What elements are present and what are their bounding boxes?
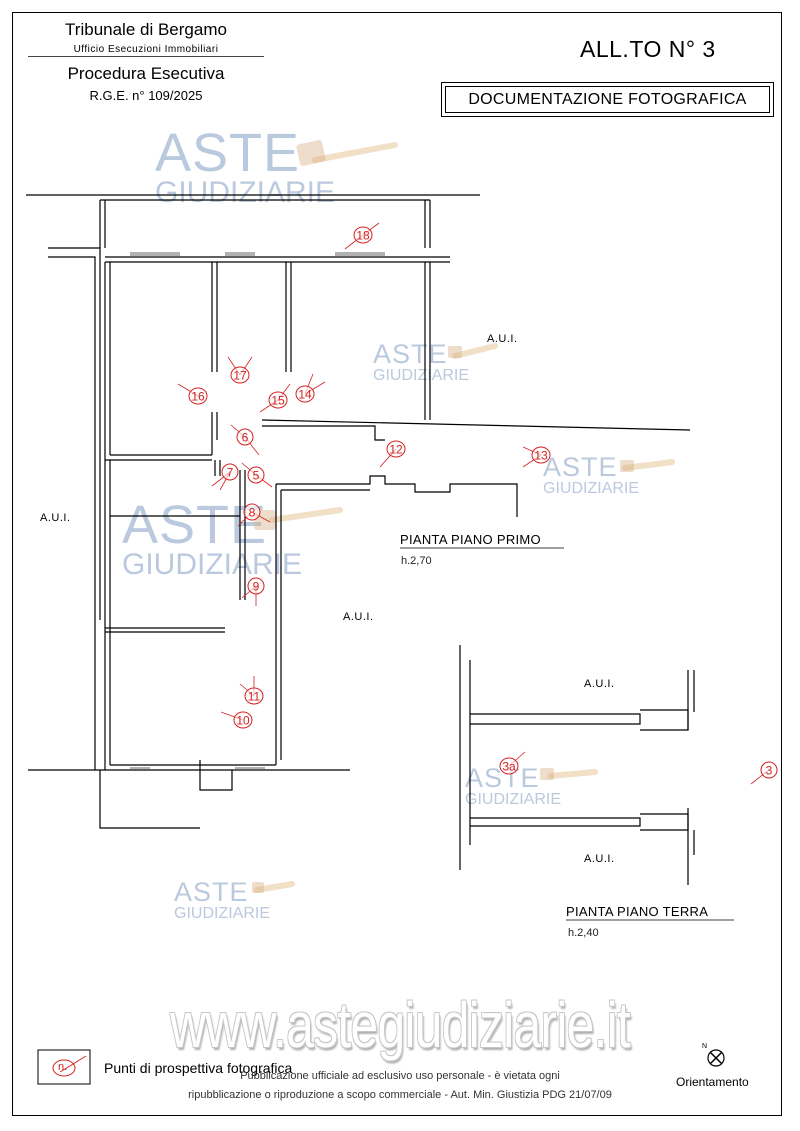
photo-point-marker: 12 xyxy=(379,440,406,468)
photo-point-label: 16 xyxy=(191,390,205,404)
photo-point-label: 12 xyxy=(389,443,403,457)
aui-label: A.U.I. xyxy=(487,333,518,345)
photo-point-label: 5 xyxy=(253,469,260,483)
photo-point-label: 9 xyxy=(253,580,260,594)
photo-point-label: 3 xyxy=(766,764,773,778)
legend-symbol-label: n. xyxy=(58,1061,68,1073)
photo-point-label: 18 xyxy=(356,229,370,243)
photo-point-circle xyxy=(230,366,250,384)
compass-north-label: N xyxy=(702,1043,707,1050)
photo-point-label: 10 xyxy=(236,714,250,728)
plan-underlines xyxy=(400,547,734,921)
disclaimer-line-1: Pubblicazione ufficiale ad esclusivo uso… xyxy=(240,1070,560,1082)
watermark-aste: ASTE xyxy=(373,339,448,369)
photo-point-circle xyxy=(236,428,254,446)
photo-point-label: 13 xyxy=(534,449,548,463)
first-floor-height: h.2,70 xyxy=(401,555,432,567)
aui-label: A.U.I. xyxy=(343,611,374,623)
aui-label: A.U.I. xyxy=(584,678,615,690)
photo-point-label: 14 xyxy=(298,388,312,402)
attachment-number: ALL.TO N° 3 xyxy=(580,36,716,62)
photo-point-label: 6 xyxy=(242,431,249,445)
watermark-giudiziarie: GIUDIZIARIE xyxy=(155,176,336,210)
watermark-giudiziarie: GIUDIZIARIE xyxy=(122,548,303,582)
photo-point-marker: 5 xyxy=(241,462,273,488)
watermark-aste: ASTE xyxy=(174,877,249,907)
photo-point-circle xyxy=(221,463,239,481)
watermark-aste: ASTE xyxy=(122,495,268,555)
photo-point-label: 8 xyxy=(249,506,256,520)
photo-point-circle xyxy=(760,761,778,779)
photo-point-marker: 15 xyxy=(259,383,291,413)
watermark-logo: ASTE GIUDIZIARIE xyxy=(155,123,336,210)
legend-label: Punti di prospettiva fotografica xyxy=(104,1060,293,1076)
first-floor-title: PIANTA PIANO PRIMO xyxy=(400,532,541,547)
photo-point-circle xyxy=(247,577,265,595)
first-floor-windows xyxy=(130,252,385,769)
ground-floor-height: h.2,40 xyxy=(568,927,599,939)
photo-point-circle xyxy=(244,687,264,705)
first-floor-walls xyxy=(26,194,691,829)
legend-symbol xyxy=(37,1049,91,1085)
site-watermark: www.astegiudiziarie.it xyxy=(169,989,631,1061)
photo-point-marker: 6 xyxy=(230,424,260,456)
photo-point-marker: 3a xyxy=(499,751,526,775)
watermark-giudiziarie: GIUDIZIARIE xyxy=(465,790,562,808)
photo-point-marker: 3 xyxy=(750,761,778,785)
photo-point-circle xyxy=(386,440,406,458)
photo-point-circle xyxy=(188,387,208,405)
doc-title-box: DOCUMENTAZIONE FOTOGRAFICA xyxy=(441,82,774,117)
watermark-logo: ASTE GIUDIZIARIE xyxy=(543,452,640,497)
sheet-border xyxy=(12,12,782,1116)
watermark-giudiziarie: GIUDIZIARIE xyxy=(543,479,640,497)
aui-label: A.U.I. xyxy=(40,512,71,524)
photo-point-marker: 8 xyxy=(237,503,271,527)
photo-point-label: 11 xyxy=(248,690,261,704)
photo-point-marker: 7 xyxy=(211,463,239,491)
photo-point-marker: 17 xyxy=(227,356,253,384)
orientation-label: Orientamento xyxy=(676,1075,749,1089)
photo-point-circle xyxy=(499,757,519,775)
watermark-logo: ASTE GIUDIZIARIE xyxy=(465,765,562,808)
doc-title: DOCUMENTAZIONE FOTOGRAFICA xyxy=(445,86,770,113)
watermark-giudiziarie: GIUDIZIARIE xyxy=(373,366,470,384)
rge-number: R.G.E. n° 109/2025 xyxy=(89,88,203,103)
photo-point-marker: 16 xyxy=(177,383,208,405)
photo-point-label: 7 xyxy=(227,466,234,480)
photo-point-circle xyxy=(531,446,551,464)
photo-point-marker: 13 xyxy=(522,446,551,468)
watermark-logo: ASTE GIUDIZIARIE xyxy=(373,339,470,384)
watermark-aste: ASTE xyxy=(155,123,301,183)
photo-point-marker: 14 xyxy=(295,373,326,403)
photo-point-label: 3a xyxy=(502,760,516,774)
photo-point-circle xyxy=(353,226,373,244)
photo-point-label: 15 xyxy=(271,394,285,408)
court-name: Tribunale di Bergamo xyxy=(65,20,227,39)
photo-point-circle xyxy=(268,391,288,409)
procedure-title: Procedura Esecutiva xyxy=(67,64,225,83)
office-name: Ufficio Esecuzioni Immobiliari xyxy=(28,44,264,57)
photo-point-circle xyxy=(233,711,253,729)
photo-point-marker: 9 xyxy=(241,577,265,606)
photo-point-marker: 10 xyxy=(220,711,253,729)
watermark-aste: ASTE xyxy=(543,452,618,482)
photo-point-circle xyxy=(247,466,265,484)
aui-label: A.U.I. xyxy=(584,853,615,865)
watermark-logo: ASTE GIUDIZIARIE xyxy=(174,877,271,922)
ground-floor-title: PIANTA PIANO TERRA xyxy=(566,904,709,919)
watermark-giudiziarie: GIUDIZIARIE xyxy=(174,904,271,922)
photo-point-circle xyxy=(295,385,315,403)
gavel-icon xyxy=(254,142,675,893)
disclaimer-line-2: ripubblicazione o riproduzione a scopo c… xyxy=(188,1089,612,1101)
photo-point-circle xyxy=(243,503,261,521)
photo-point-label: 17 xyxy=(233,369,247,383)
ground-floor-walls xyxy=(459,645,695,885)
compass-icon: N xyxy=(702,1043,725,1067)
photo-points-layer: 18 17 16 15 14 6 12 13 7 5 8 9 11 10 3a 3 xyxy=(177,222,778,785)
watermark-logo: ASTE GIUDIZIARIE xyxy=(122,495,303,582)
photo-point-marker: 18 xyxy=(344,222,380,250)
photo-point-marker: 11 xyxy=(239,676,264,705)
